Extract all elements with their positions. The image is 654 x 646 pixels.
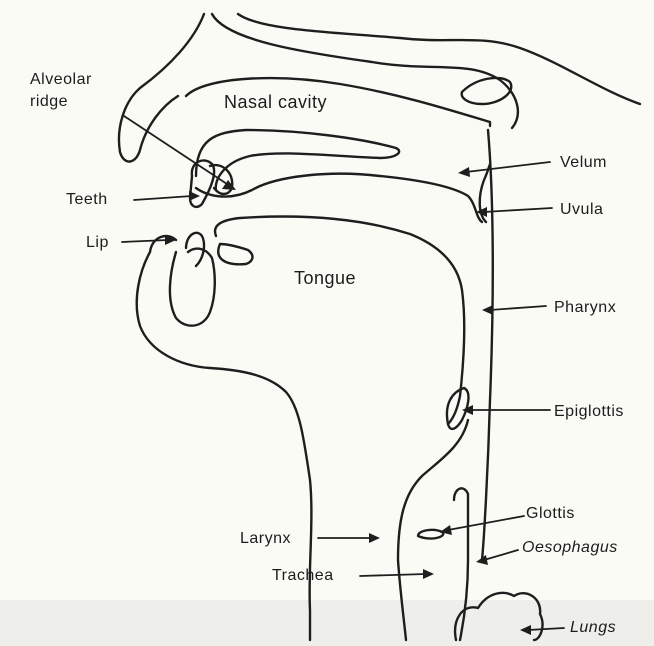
label-pharynx: Pharynx — [554, 299, 616, 316]
label-uvula: Uvula — [560, 201, 603, 218]
label-nasal-cavity: Nasal cavity — [224, 92, 327, 112]
bottom-shading — [0, 600, 654, 646]
label-tongue: Tongue — [294, 268, 356, 288]
label-alveolar-ridge-line1: Alveolar — [30, 71, 92, 88]
label-lungs: Lungs — [570, 619, 616, 636]
label-teeth: Teeth — [66, 191, 108, 208]
label-epiglottis: Epiglottis — [554, 403, 624, 420]
label-trachea: Trachea — [272, 567, 334, 584]
label-alveolar-ridge-line2: ridge — [30, 93, 68, 110]
label-velum: Velum — [560, 154, 607, 171]
label-glottis: Glottis — [526, 505, 575, 522]
label-oesophagus: Oesophagus — [522, 539, 618, 556]
label-lip: Lip — [86, 234, 109, 251]
label-larynx: Larynx — [240, 530, 291, 547]
